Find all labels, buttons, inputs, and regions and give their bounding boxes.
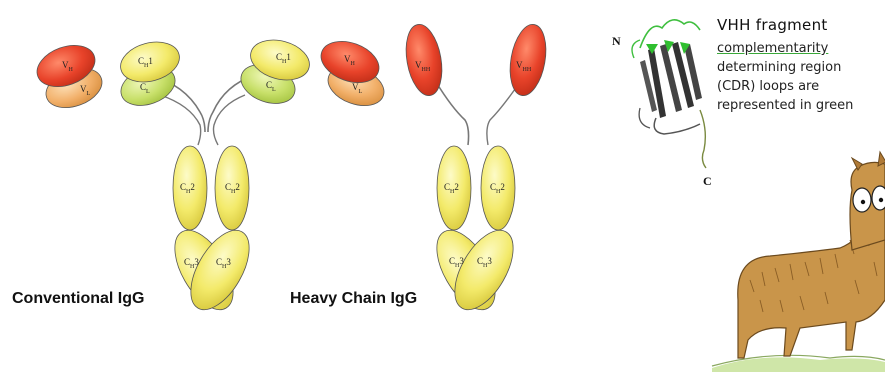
- vhh-structure-illustration: N C: [612, 20, 712, 188]
- llama-illustration: [712, 152, 885, 372]
- vhh-legend-line: represented in green: [717, 97, 853, 114]
- hinge-line: [436, 82, 469, 145]
- ch2-domain: [215, 146, 249, 230]
- vhh-legend-line: determining region: [717, 59, 841, 76]
- vhh-legend-title: VHH fragment: [717, 16, 828, 34]
- vhh-domain: [401, 22, 447, 99]
- vhh-legend-line: complementarity: [717, 40, 828, 57]
- n-terminus-label: N: [612, 34, 621, 48]
- conventional-igg-caption: Conventional IgG: [12, 290, 144, 308]
- hinge-line: [487, 82, 520, 145]
- c-terminus-label: C: [703, 174, 712, 188]
- heavy-chain-igg: VHH VHH CH2 CH2 CH3 CH3: [401, 22, 551, 320]
- vhh-domain: [505, 22, 551, 99]
- vhh-legend: VHH fragment complementarity determining…: [717, 14, 885, 144]
- vhh-legend-line: (CDR) loops are: [717, 78, 819, 95]
- conventional-igg: VH VL CH1 CL CH1 CL VH VL CH2 CH2 CH3 CH…: [31, 34, 389, 319]
- ch2-domain: [481, 146, 515, 230]
- heavy-chain-igg-caption: Heavy Chain IgG: [290, 290, 417, 308]
